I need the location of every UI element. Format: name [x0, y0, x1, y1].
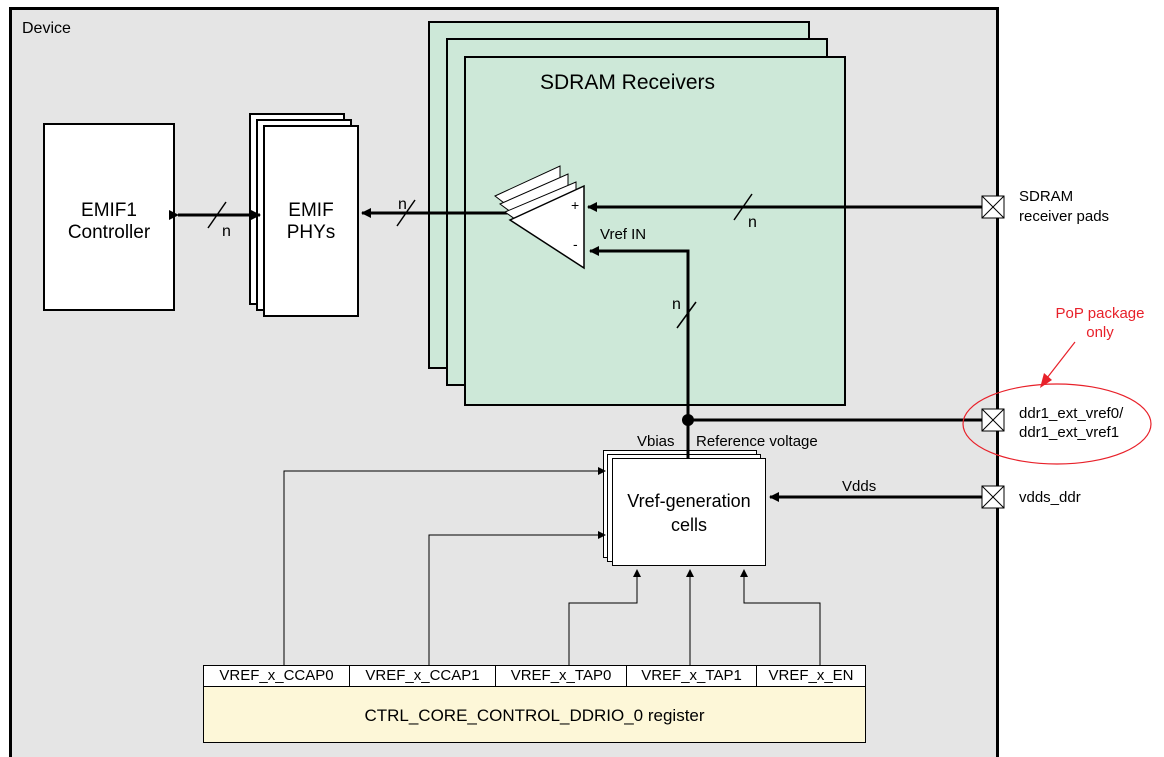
- ext-vref-pad-icon: [981, 408, 1005, 432]
- bus-width-label-phys: n: [398, 196, 407, 213]
- emif1-phys-bus: [169, 201, 261, 229]
- device-label: Device: [22, 20, 71, 37]
- register-field-vref-x-tap1: VREF_x_TAP1: [626, 665, 756, 687]
- receiver-pad-wire: [587, 193, 982, 221]
- vref-generation-line2: cells: [670, 515, 707, 535]
- bus-width-label-pads: n: [748, 214, 757, 231]
- sdram-pads-line2: receiver pads: [1019, 208, 1110, 225]
- vbias-label: Vbias: [637, 433, 675, 450]
- comparator-minus: -: [573, 236, 578, 252]
- vref-generation-line1: Vref-generation: [627, 491, 751, 511]
- vdds-ddr-label: vdds_ddr: [1019, 489, 1081, 506]
- emif-phys-box: [263, 125, 359, 317]
- comparator-triangle: [494, 165, 585, 270]
- sdram-receivers-title: SDRAM Receivers: [540, 71, 716, 94]
- register-name: CTRL_CORE_CONTROL_DDRIO_0 register: [203, 686, 866, 743]
- bus-width-label-vref: n: [672, 296, 681, 313]
- bus-width-label-emif: n: [222, 223, 231, 240]
- vref-in-wire: [589, 246, 697, 458]
- sdram-receiver-pad-icon: [981, 195, 1005, 219]
- register-control-wires: [283, 467, 821, 665]
- emif1-controller-line2: Controller: [67, 222, 151, 243]
- register-field-vref-x-ccap0: VREF_x_CCAP0: [203, 665, 349, 687]
- vref-generation-cells-box: [612, 458, 766, 566]
- register-field-vref-x-en: VREF_x_EN: [756, 665, 866, 687]
- junction-dot: [682, 414, 694, 426]
- ext-vref-wire: [682, 414, 982, 426]
- register-field-vref-x-ccap1: VREF_x_CCAP1: [349, 665, 495, 687]
- sdram-pads-line1: SDRAM: [1019, 188, 1074, 205]
- vdds-label: Vdds: [842, 478, 877, 495]
- comparator-to-phys-bus: [361, 199, 510, 227]
- reference-voltage-label: Reference voltage: [696, 433, 818, 450]
- ext-vref-line1: ddr1_ext_vref0/: [1019, 405, 1124, 422]
- pop-annotation: [962, 341, 1152, 465]
- register-field-vref-x-tap0: VREF_x_TAP0: [495, 665, 626, 687]
- emif1-controller-box: [43, 123, 175, 311]
- emif-phys-line1: EMIF: [288, 200, 334, 221]
- ext-vref-line2: ddr1_ext_vref1: [1019, 424, 1120, 441]
- comparator-plus: +: [571, 197, 580, 213]
- pop-note-line2: only: [1086, 324, 1114, 341]
- emif1-controller-line1: EMIF1: [81, 200, 137, 221]
- pop-note-line1: PoP package: [1055, 305, 1145, 322]
- vref-in-label: Vref IN: [600, 226, 647, 243]
- vdds-ddr-pad-icon: [981, 485, 1005, 509]
- emif-phys-line2: PHYs: [286, 222, 336, 243]
